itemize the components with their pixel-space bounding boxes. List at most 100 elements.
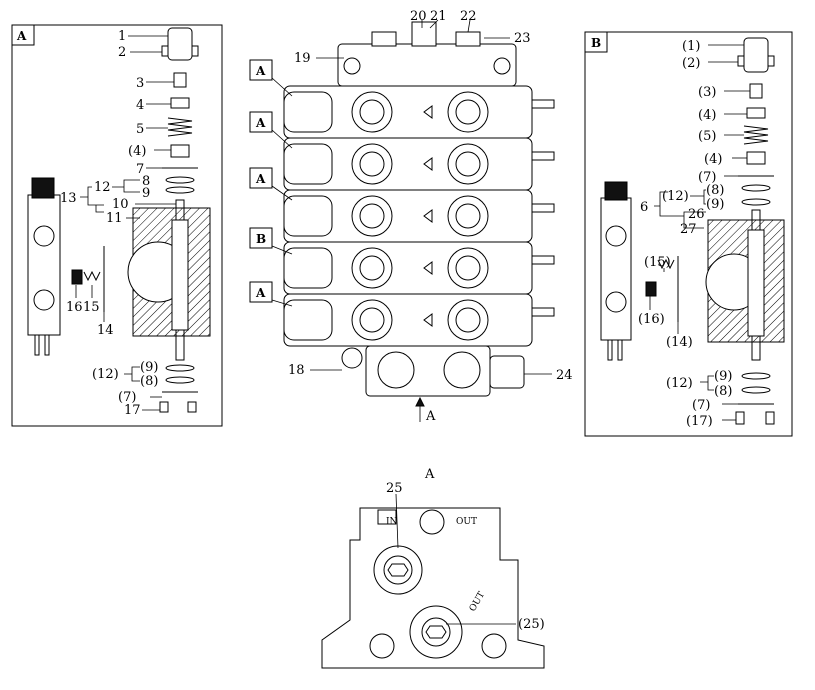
left-section-spool bbox=[171, 219, 189, 331]
section-4-arrow-icon bbox=[423, 261, 433, 275]
section-5-port-a-inner bbox=[359, 307, 385, 333]
top-boss-left bbox=[371, 31, 397, 47]
inlet-port-left bbox=[377, 351, 415, 389]
part-spring-15 bbox=[83, 270, 101, 282]
r-callout-1: (1) bbox=[682, 39, 700, 54]
section-1-port-b-inner bbox=[455, 99, 481, 125]
tag-leader-3 bbox=[271, 185, 293, 201]
bottom-mount-hole bbox=[341, 347, 363, 369]
section-3-spool-end bbox=[531, 203, 555, 213]
hex-plug-icon bbox=[387, 563, 409, 577]
tag-box-1 bbox=[249, 59, 273, 81]
tag-box-5 bbox=[249, 281, 273, 303]
left-leaders bbox=[75, 35, 176, 411]
r-callout-5: (5) bbox=[698, 129, 716, 144]
section-2-cap bbox=[283, 143, 333, 185]
r-callout-17: (17) bbox=[686, 414, 713, 429]
part-cap-ear-left bbox=[161, 45, 169, 57]
r-callout-4: (4) bbox=[698, 108, 716, 123]
callout-5: 5 bbox=[136, 122, 144, 137]
part-bolt bbox=[173, 72, 187, 88]
tag-leader-5 bbox=[271, 299, 293, 307]
callout-20: 20 bbox=[410, 9, 427, 24]
left-panel-tag: A bbox=[16, 29, 27, 43]
callout-17: 17 bbox=[124, 403, 141, 418]
callout-23: 23 bbox=[514, 31, 531, 46]
callout-25-paren: (25) bbox=[518, 617, 545, 632]
right-section-side-view bbox=[600, 181, 679, 361]
section-3-arrow-icon bbox=[423, 209, 433, 223]
r-part-cap-ear-right bbox=[767, 55, 775, 67]
leader-12b bbox=[124, 366, 140, 382]
valve-section-5 bbox=[283, 293, 555, 347]
left-callouts: 1 2 3 4 5 (4) 7 8 9 12 13 10 11 16 15 14… bbox=[60, 29, 158, 418]
arrow-a-head-icon bbox=[415, 396, 425, 407]
callout-18: 18 bbox=[288, 363, 305, 378]
r-callout-7: (7) bbox=[698, 170, 716, 185]
callout-12-paren: (12) bbox=[92, 367, 119, 382]
r-callout-26: 26 bbox=[688, 207, 705, 222]
top-cover bbox=[337, 43, 517, 87]
callout-10: 10 bbox=[112, 197, 129, 212]
valve-section-2 bbox=[283, 137, 555, 191]
callout-22: 22 bbox=[460, 9, 477, 24]
tag-box-4 bbox=[249, 227, 273, 249]
tag-box-3 bbox=[249, 167, 273, 189]
left-spool-stack bbox=[127, 27, 211, 413]
callout-8-paren: (8) bbox=[140, 374, 158, 389]
r-side-pin-a bbox=[607, 339, 613, 361]
section-5-arrow-icon bbox=[423, 313, 433, 327]
r-side-port-lower bbox=[605, 291, 627, 313]
section-4-cap bbox=[283, 247, 333, 289]
r-callout-12: (12) bbox=[662, 189, 689, 204]
callout-13: 13 bbox=[60, 191, 77, 206]
section-4-port-a-inner bbox=[359, 255, 385, 281]
section-tags: A A A B A bbox=[249, 59, 293, 307]
part-plug-16 bbox=[71, 269, 83, 285]
section-1-port-a-inner bbox=[359, 99, 385, 125]
side-pin-a bbox=[34, 334, 40, 356]
top-boss-right bbox=[455, 31, 481, 47]
r-callout-7-paren: (7) bbox=[692, 398, 710, 413]
r-callout-15: (15) bbox=[644, 255, 671, 270]
left-panel-frame bbox=[11, 24, 223, 427]
valve-section-4 bbox=[283, 241, 555, 295]
right-callouts: (1) (2) (3) (4) (5) (4) (7) (8) (12) (9)… bbox=[638, 39, 732, 429]
r-side-body bbox=[600, 197, 632, 341]
callout-16: 16 bbox=[66, 300, 83, 315]
r-part-ring-8 bbox=[741, 184, 771, 192]
section-5-cap bbox=[283, 299, 333, 341]
tag-leader-2 bbox=[271, 129, 293, 149]
part-screw-a bbox=[159, 401, 169, 413]
r-callout-9: (9) bbox=[706, 197, 724, 212]
bottom-view-hole-top bbox=[419, 509, 445, 535]
callout-9: 9 bbox=[142, 186, 150, 201]
left-panel-tag-box bbox=[11, 24, 35, 46]
r-leader-6 bbox=[654, 191, 706, 229]
side-top bbox=[31, 177, 55, 199]
callout-12: 12 bbox=[94, 180, 111, 195]
r-part-plug-16 bbox=[645, 281, 657, 297]
r-side-port-upper bbox=[605, 225, 627, 247]
r-callout-27: 27 bbox=[680, 222, 697, 237]
leader-21 bbox=[429, 19, 439, 29]
right-panel-frame bbox=[584, 31, 793, 437]
section-4-port-b-inner bbox=[455, 255, 481, 281]
leader-25 bbox=[395, 493, 399, 549]
view-arrow-label: A bbox=[425, 409, 436, 424]
side-body bbox=[27, 194, 61, 336]
hex-plug-icon-lower bbox=[425, 625, 447, 639]
inlet-port-right bbox=[443, 351, 481, 389]
section-tag-4: B bbox=[256, 232, 266, 246]
part-screw-b bbox=[187, 401, 197, 413]
part-cap bbox=[167, 27, 193, 61]
tag-box-2 bbox=[249, 111, 273, 133]
r-callout-4-repeat: (4) bbox=[704, 152, 722, 167]
section-3-port-b-inner bbox=[455, 203, 481, 229]
section-4-spool-end bbox=[531, 255, 555, 265]
center-assembly: A A A B A 20 21 bbox=[249, 9, 573, 424]
r-part-seat bbox=[746, 151, 766, 165]
callout-8: 8 bbox=[142, 174, 150, 189]
